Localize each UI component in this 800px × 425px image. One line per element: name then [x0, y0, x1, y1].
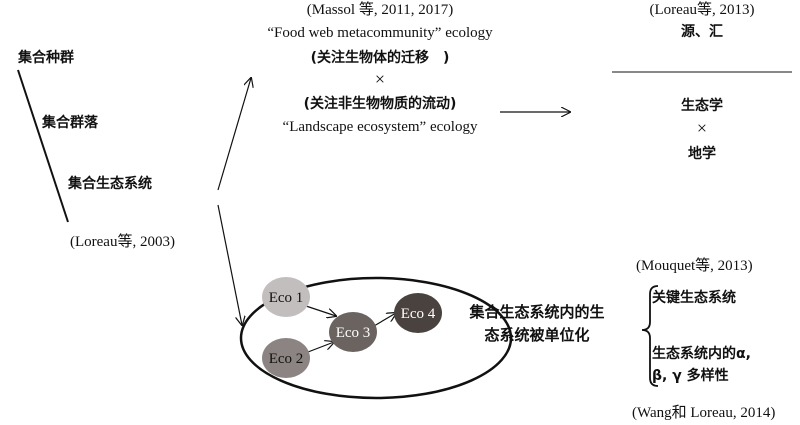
arrow-down	[217, 204, 242, 325]
citation-massol: (Massol 等, 2011, 2017)	[307, 0, 454, 18]
level-metaecosystem: 集合生态系统	[67, 175, 152, 192]
focus-biotic: (关注生物体的迁移 )	[311, 49, 450, 66]
times-symbol: ×	[375, 69, 385, 89]
edge-1-3	[305, 305, 336, 316]
eco-node-label: Eco 3	[336, 325, 371, 341]
eco-node-1	[262, 277, 310, 317]
times-symbol-right: ×	[697, 118, 707, 138]
metaecosystem-boundary	[239, 276, 513, 400]
eco-node-4	[394, 293, 442, 333]
landscape-ecology: “Landscape ecosystem” ecology	[283, 119, 478, 135]
edge-3-4	[373, 313, 396, 327]
eco-node-3	[329, 312, 377, 352]
eco-node-label: Eco 4	[401, 306, 436, 322]
edge-2-3	[307, 342, 334, 353]
level-metacommunity: 集合群落	[41, 114, 99, 131]
citation-wang-loreau: (Wang和 Loreau, 2014)	[632, 404, 775, 421]
diversity-line1: 生态系统内的α,	[652, 345, 751, 362]
keystone-ecosystem: 关键生态系统	[652, 289, 736, 306]
eco-node-label: Eco 2	[269, 351, 304, 367]
food-web-ecology: “Food web metacommunity” ecology	[267, 25, 493, 41]
caption-line2: 态系统被单位化	[484, 326, 589, 344]
citation-mouquet: (Mouquet等, 2013)	[636, 256, 753, 274]
diversity-line2: β, γ 多样性	[652, 367, 729, 384]
bracket	[641, 285, 659, 387]
eco-node-label: Eco 1	[269, 290, 304, 306]
ecology: 生态学	[681, 97, 723, 114]
source-sink: 源、汇	[681, 23, 723, 40]
level-metapopulation: 集合种群	[17, 49, 74, 66]
focus-abiotic: (关注非生物物质的流动)	[304, 95, 457, 112]
caption-line1: 集合生态系统内的生	[468, 303, 604, 321]
arrow-up	[217, 78, 251, 191]
geoscience: 地学	[688, 145, 716, 162]
citation-loreau-2003: (Loreau等, 2003)	[70, 232, 175, 250]
citation-loreau-2013: (Loreau等, 2013)	[650, 0, 755, 18]
hierarchy-line	[17, 69, 69, 223]
eco-node-2	[262, 338, 310, 378]
